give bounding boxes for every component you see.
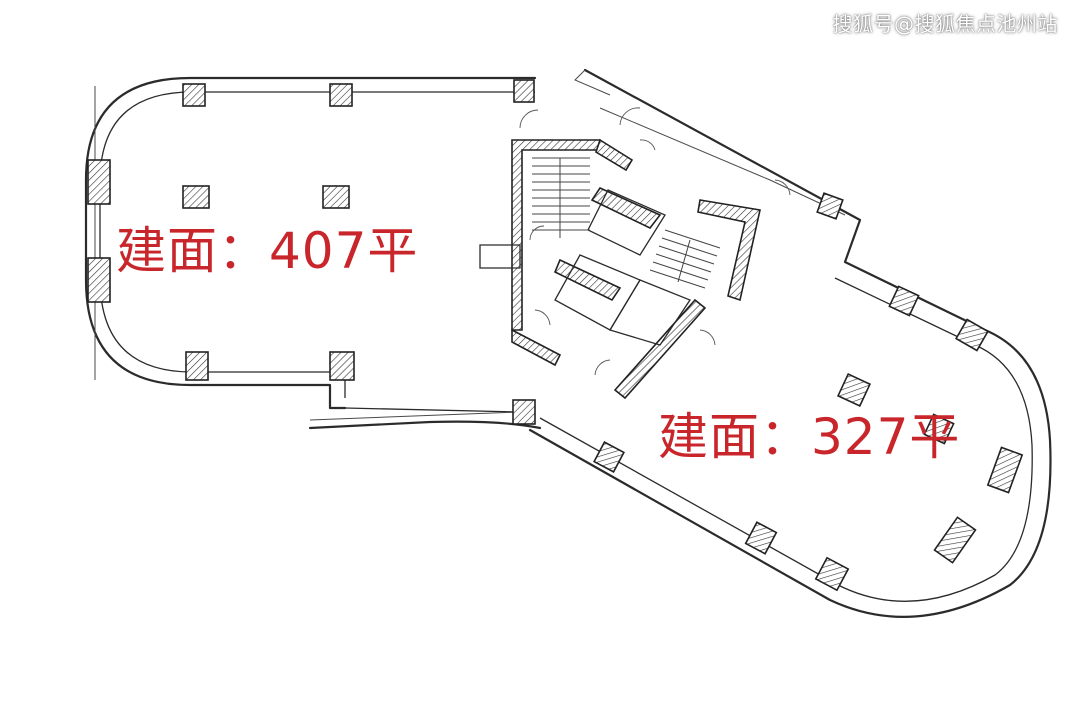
right-wing-area-label: 建面：327平	[658, 408, 961, 466]
left-wing-area-label: 建面：407平	[116, 222, 419, 280]
doors	[519, 107, 791, 376]
stairs-left	[532, 157, 590, 238]
bottom-corridor-walls	[308, 407, 542, 430]
left-wing-columns	[87, 79, 536, 425]
stairs-right	[649, 229, 721, 289]
right-wing-columns	[593, 192, 1024, 592]
watermark: 搜狐号@搜狐焦点池州站	[832, 12, 1058, 36]
central-core	[479, 138, 761, 400]
